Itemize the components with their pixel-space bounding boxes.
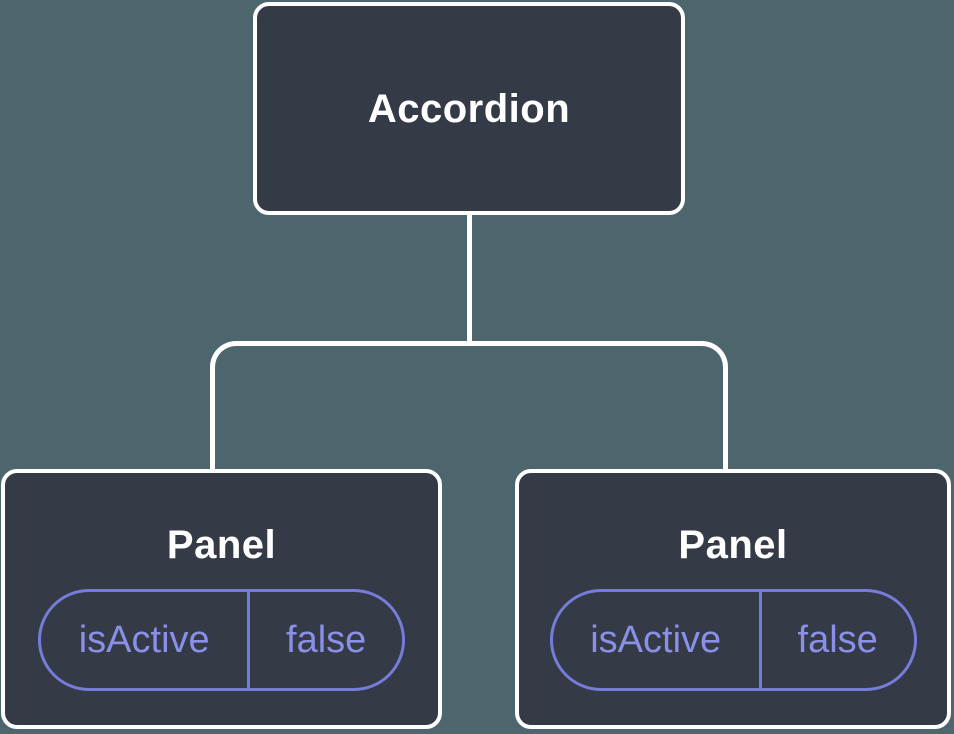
state-key: isActive — [553, 592, 762, 688]
connector-stem — [467, 213, 472, 346]
panel-node-left: Panel isActive false — [1, 469, 442, 729]
connector-bracket — [210, 341, 728, 470]
panel-node-label: Panel — [678, 523, 788, 567]
state-value: false — [286, 618, 367, 661]
state-pill: isActive false — [38, 589, 405, 691]
state-pill: isActive false — [549, 589, 917, 691]
state-value: false — [797, 618, 878, 661]
panel-node-right: Panel isActive false — [515, 469, 951, 729]
state-key: isActive — [41, 592, 251, 688]
accordion-node-label: Accordion — [367, 86, 571, 131]
accordion-node: Accordion — [253, 2, 685, 215]
panel-node-label: Panel — [166, 523, 277, 567]
